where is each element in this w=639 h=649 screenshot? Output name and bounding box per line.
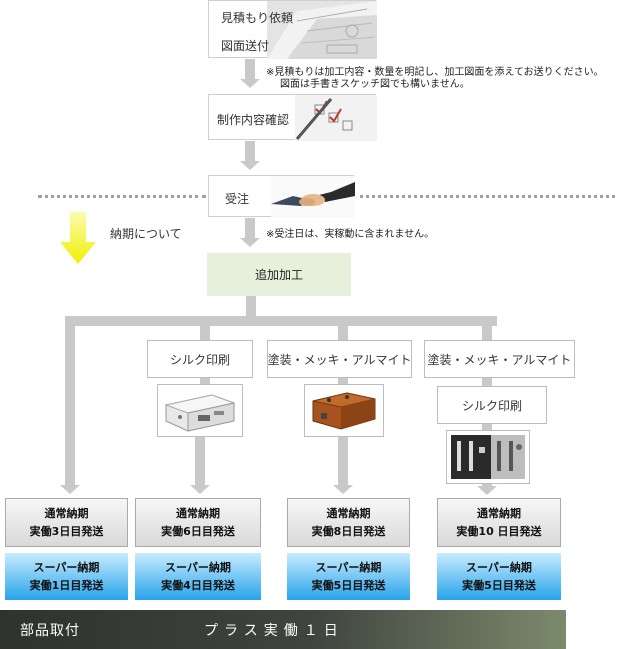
col4-stem-mid2 (482, 424, 492, 432)
col4-head (477, 486, 497, 495)
estimate-label-2: 図面送付 (221, 39, 270, 53)
coated-product-box (304, 384, 384, 437)
note-estimate-1: ※見積もりは加工内容・数量を明記し、加工図面を添えてお送りください。 (266, 67, 604, 78)
silk-product-box (157, 384, 243, 437)
col2-stem-bottom (195, 437, 205, 485)
coated-product-image (312, 392, 376, 430)
silk-print-box: シルク印刷 (147, 340, 253, 378)
arrow-stem-2 (245, 141, 255, 161)
super-days-col1: 実働1日目発送 (29, 578, 104, 592)
super-days-col3: 実働5日目発送 (311, 578, 386, 592)
col3-stem-top (338, 320, 348, 342)
super-days-col4: 実働5日目発送 (462, 578, 536, 592)
normal-title-col2: 通常納期 (176, 506, 220, 520)
normal-delivery-col1: 通常納期 実働3日目発送 (5, 498, 128, 547)
super-title-col4: スーパー納期 (466, 560, 532, 574)
coating-box-b: 塗装・メッキ・アルマイト (424, 340, 575, 378)
super-delivery-col1: スーパー納期 実働1日目発送 (5, 553, 128, 600)
estimate-label-1: 見積もり依頼 (221, 11, 294, 25)
col3-stem-mid (338, 378, 348, 386)
arrow-stem-3 (245, 218, 255, 238)
col3-head (333, 485, 353, 494)
super-delivery-col2: スーパー納期 実働4日目発送 (135, 553, 261, 600)
note-estimate-2: 図面は手書きスケッチ図でも構いません。 (280, 79, 470, 90)
normal-days-col2: 実働6日目発送 (161, 524, 235, 538)
arrow-stem-1 (245, 59, 255, 79)
checklist-photo (295, 95, 377, 141)
col1-stem (65, 320, 75, 485)
super-delivery-col3: スーパー納期 実働5日目発送 (287, 553, 410, 600)
confirm-label: 制作内容確認 (217, 113, 290, 127)
super-delivery-col4: スーパー納期 実働5日目発送 (437, 553, 561, 600)
step-content-confirm: 制作内容確認 (208, 94, 377, 141)
super-title-col3: スーパー納期 (315, 560, 382, 574)
dotted-separator-left (38, 195, 206, 198)
normal-days-col3: 実働8日目発送 (311, 524, 386, 538)
delivery-about-label: 納期について (110, 227, 182, 241)
normal-days-col1: 実働3日目発送 (29, 524, 104, 538)
panel-product-box (446, 430, 530, 484)
normal-delivery-col4: 通常納期 実働10 日目発送 (437, 498, 561, 547)
plus-one-day-label: プラス実働１日 (204, 623, 344, 639)
col1-head (60, 485, 80, 494)
parts-mounting-label: 部品取付 (20, 623, 80, 639)
super-title-col1: スーパー納期 (33, 560, 100, 574)
normal-delivery-col2: 通常納期 実働6日目発送 (135, 498, 261, 547)
trunk-connector (246, 296, 256, 318)
parts-mounting-bar: 部品取付 プラス実働１日 (0, 610, 566, 649)
note-order: ※受注日は、実稼動に含まれません。 (266, 229, 435, 240)
silk-product-image (164, 394, 236, 432)
silk-print-label: シルク印刷 (169, 352, 230, 367)
arrow-head-3 (240, 238, 260, 247)
col4-stem-mid (482, 378, 492, 388)
col2-head (190, 485, 210, 494)
col3-stem-bottom (338, 437, 348, 485)
arrow-head-1 (240, 79, 260, 88)
panel-product-image (451, 435, 525, 479)
coating-box-a: 塗装・メッキ・アルマイト (267, 340, 412, 378)
handshake-photo (271, 176, 355, 218)
col4-stem-top (482, 320, 492, 342)
step-order: 受注 (208, 175, 355, 218)
blueprint-photo (267, 1, 377, 59)
additional-process-label: 追加加工 (254, 268, 303, 282)
normal-title-col1: 通常納期 (44, 506, 89, 520)
silk-print-box-b: シルク印刷 (437, 386, 547, 424)
yellow-down-arrow-icon (60, 212, 96, 264)
coating-label-b: 塗装・メッキ・アルマイト (427, 352, 572, 367)
normal-title-col4: 通常納期 (477, 506, 521, 520)
super-title-col2: スーパー納期 (165, 560, 231, 574)
order-label: 受注 (225, 192, 250, 206)
branch-bar (65, 316, 497, 326)
normal-title-col3: 通常納期 (326, 506, 371, 520)
dotted-separator-right (360, 195, 615, 198)
silk-print-label-b: シルク印刷 (461, 398, 522, 413)
super-days-col2: 実働4日目発送 (161, 578, 235, 592)
arrow-head-2 (240, 161, 260, 170)
col2-stem-top (200, 320, 210, 342)
additional-process-box: 追加加工 (207, 253, 351, 296)
step-estimate-request: 見積もり依頼 図面送付 (208, 0, 377, 59)
col2-stem-mid (200, 378, 210, 386)
coating-label-a: 塗装・メッキ・アルマイト (267, 352, 412, 367)
normal-delivery-col3: 通常納期 実働8日目発送 (287, 498, 410, 547)
col4-stem-bottom (482, 484, 492, 487)
normal-days-col4: 実働10 日目発送 (456, 524, 542, 538)
